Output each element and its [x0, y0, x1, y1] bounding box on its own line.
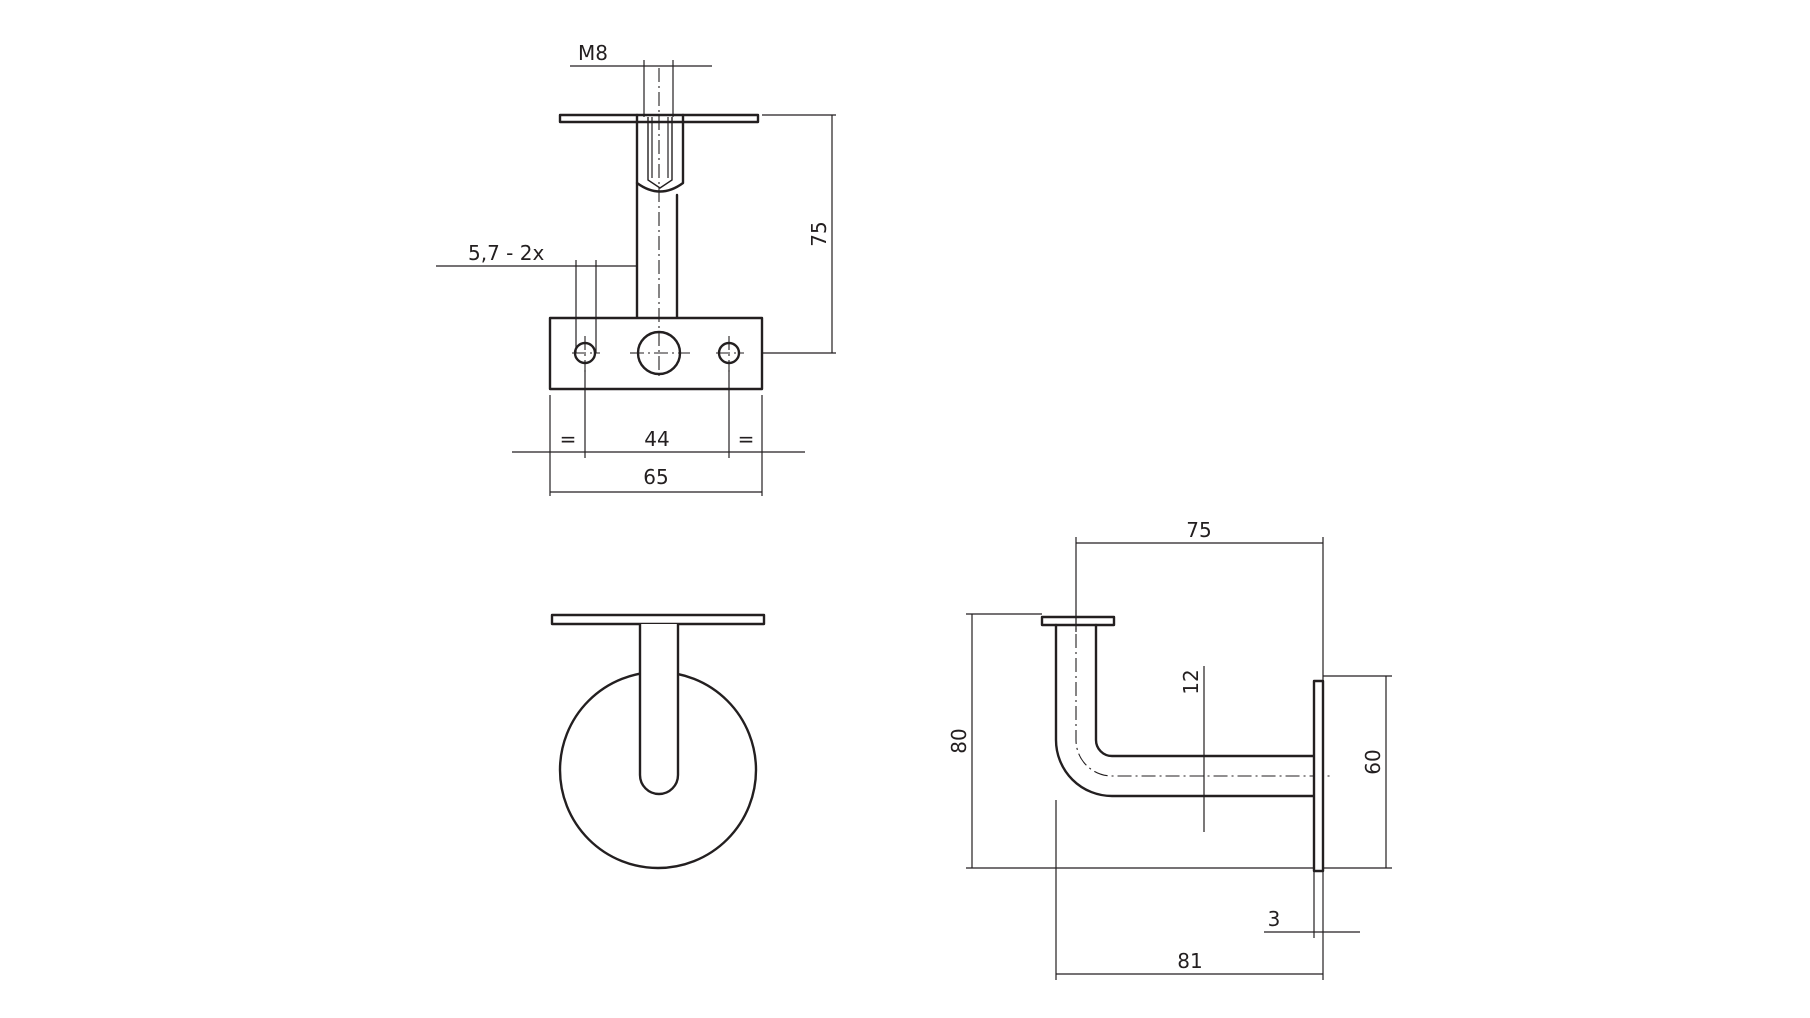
tube-centerline [1075, 610, 1330, 777]
holes-label: 5,7 - 2x [468, 241, 544, 265]
reach-top-label: 75 [1186, 518, 1211, 542]
equal-right-label: = [738, 427, 755, 451]
thickness-label: 3 [1268, 907, 1281, 931]
plate-width-label: 65 [643, 465, 668, 489]
spacing-label: 44 [644, 427, 669, 451]
plate-height-label: 60 [1361, 749, 1385, 774]
side-saddle-plate [1040, 615, 1116, 627]
thread-inner [647, 117, 673, 189]
height-top-label: 75 [807, 221, 831, 246]
tube-diameter-label: 12 [1179, 669, 1203, 694]
top-view: M8 75 5,7 - 2x = 44 = 65 [436, 41, 836, 496]
wall-plate [1312, 679, 1325, 873]
thread-boss [635, 113, 685, 193]
thread-label: M8 [578, 41, 608, 65]
side-view: 75 12 80 60 3 81 [947, 518, 1392, 980]
bent-tube [1054, 623, 1316, 798]
equal-left-label: = [560, 427, 577, 451]
total-height-label: 80 [947, 728, 971, 753]
front-saddle-plate [550, 613, 766, 626]
front-stem [638, 624, 680, 796]
total-reach-label: 81 [1177, 949, 1202, 973]
front-view [550, 613, 766, 870]
